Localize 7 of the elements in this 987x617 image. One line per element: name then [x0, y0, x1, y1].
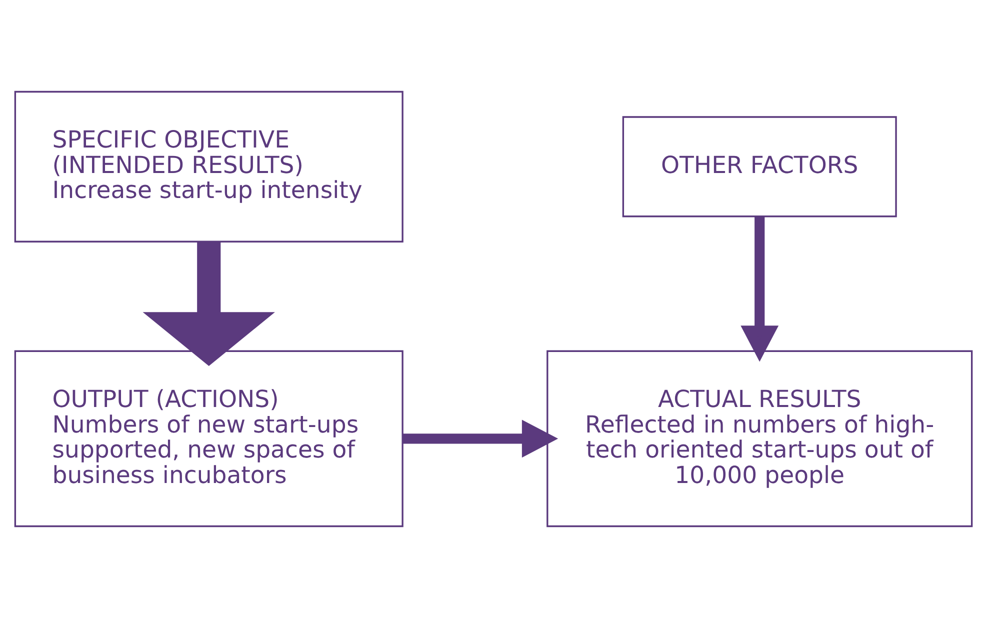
- node-box: ACTUAL RESULTS Reflected in numbers of high-tech oriented start-ups out of 10,000 people: [546, 350, 973, 527]
- node-box: OUTPUT (ACTIONS) Numbers of new start-ups supported, new spaces of business incubators: [14, 350, 404, 527]
- arrow: [740, 216, 779, 362]
- node-box: OTHER FACTORS: [622, 116, 897, 217]
- arrow: [142, 241, 275, 366]
- node-box: SPECIFIC OBJECTIVE (INTENDED RESULTS) Increase start-up intensity: [14, 90, 404, 242]
- arrow: [403, 419, 558, 458]
